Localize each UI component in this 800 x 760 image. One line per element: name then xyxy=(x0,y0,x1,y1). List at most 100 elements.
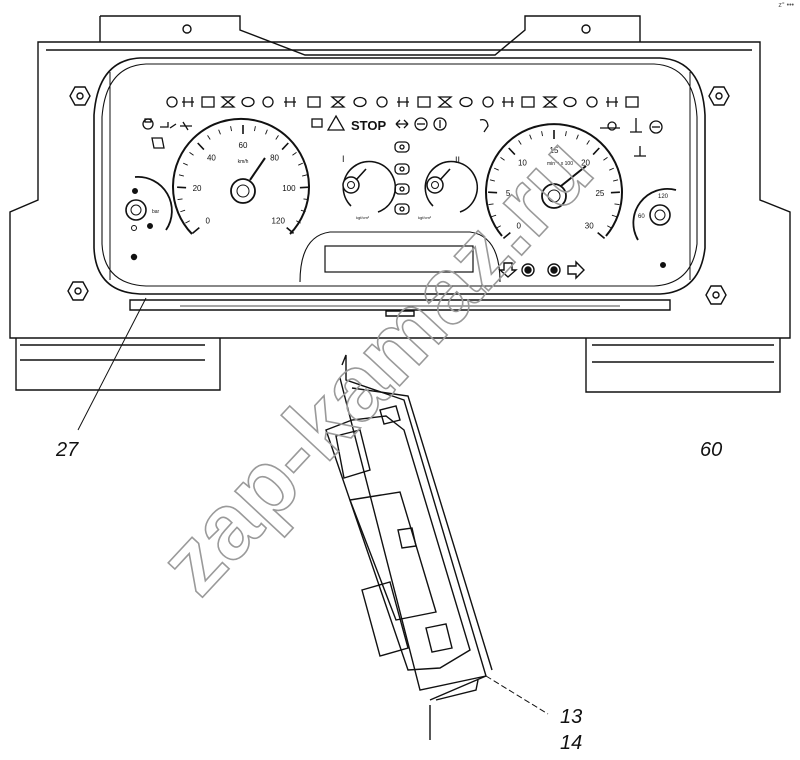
tachometer-tick xyxy=(576,134,579,140)
speedometer-tick xyxy=(299,186,309,189)
tachometer-tick xyxy=(488,191,498,194)
speedometer-tick xyxy=(286,227,295,235)
tachometer-tick xyxy=(491,214,497,218)
tachometer-tick xyxy=(613,179,619,182)
callout-14: 14 xyxy=(560,732,583,754)
warning-lamp-icon xyxy=(220,96,236,108)
leader-lines xyxy=(77,297,549,715)
speedometer-tick xyxy=(178,174,184,177)
callout-27: 27 xyxy=(56,439,79,461)
svg-text:min⁻¹ x 100: min⁻¹ x 100 xyxy=(547,161,573,167)
arrow-down-icon xyxy=(498,262,518,278)
warning-lamp-icon xyxy=(563,96,577,108)
tachometer xyxy=(485,123,623,240)
speedometer-label: 60 xyxy=(239,141,248,150)
warning-lamp-icon xyxy=(376,96,388,108)
speedometer-label: 80 xyxy=(270,153,279,162)
callout-13: 13 xyxy=(560,706,583,728)
warning-lamp-icon xyxy=(625,96,639,108)
speedometer-label: 40 xyxy=(207,153,216,162)
tachometer-label: 30 xyxy=(585,221,594,230)
hole-top-2 xyxy=(581,24,591,34)
bolt-bottom-left xyxy=(67,281,89,301)
tachometer-tick xyxy=(518,140,522,145)
tachometer-tick xyxy=(502,232,511,240)
speedometer-tick xyxy=(218,129,221,135)
speedometer-tick xyxy=(281,142,289,151)
tachometer-tick xyxy=(565,131,567,137)
leader-27 xyxy=(77,297,147,431)
warning-lamp-icon xyxy=(606,97,618,107)
corner-mark: z° ••• xyxy=(778,2,794,9)
warning-lamp-icon xyxy=(397,97,409,107)
warning-lamp-icon xyxy=(330,96,346,108)
callout-60: 60 xyxy=(700,439,723,461)
speedometer xyxy=(172,117,310,235)
tachometer-tick xyxy=(489,179,495,182)
hole-top-1 xyxy=(182,24,192,34)
mounting-bolts xyxy=(67,24,730,305)
tachometer-tick xyxy=(586,140,590,145)
tachometer-tick xyxy=(500,156,505,161)
tachometer-tick xyxy=(488,203,494,206)
tachometer-tick xyxy=(529,134,532,140)
speedometer-tick xyxy=(180,209,186,213)
tachometer-tick xyxy=(607,225,612,229)
tachometer-tick xyxy=(592,147,600,156)
tachometer-tick xyxy=(508,147,516,156)
tachometer-label: 20 xyxy=(581,158,590,167)
speedometer-tick xyxy=(191,227,200,235)
speedometer-tick xyxy=(296,220,301,224)
speedometer-tick xyxy=(185,220,190,224)
stop-warning-text: STOP xyxy=(351,118,386,133)
svg-text:120: 120 xyxy=(658,194,669,200)
speedometer-tick xyxy=(189,151,194,156)
center-indicator-column xyxy=(394,141,410,215)
warning-lamp-icon xyxy=(262,96,274,108)
speedometer-label: 0 xyxy=(206,216,211,225)
mounting-frame xyxy=(9,15,791,393)
tachometer-tick xyxy=(614,203,620,206)
tachometer-tick xyxy=(541,131,543,137)
svg-text:kgf/cm²: kgf/cm² xyxy=(356,215,370,220)
speedometer-tick xyxy=(303,198,309,201)
gauge-i xyxy=(342,160,397,213)
cluster-housing xyxy=(93,57,706,295)
lcd-display xyxy=(324,245,474,273)
speedometer-label: 100 xyxy=(282,184,296,193)
tachometer-label: 0 xyxy=(517,221,522,230)
warning-lamp-icon xyxy=(586,96,598,108)
arrow-right-icon xyxy=(567,260,585,280)
speedometer-tick xyxy=(302,174,308,177)
bolt-top-left xyxy=(69,86,91,106)
warning-lamp-icon xyxy=(307,96,321,108)
speedometer-tick xyxy=(298,162,304,166)
svg-text:bar: bar xyxy=(152,209,160,215)
tachometer-label: 5 xyxy=(506,189,511,198)
speedometer-tick xyxy=(197,142,205,151)
cluster-side-section xyxy=(325,354,493,740)
bolt-bottom-right xyxy=(705,285,727,305)
speedometer-tick xyxy=(254,126,256,132)
warning-lamp-icon xyxy=(502,97,514,107)
tachometer-tick xyxy=(609,167,615,171)
speedometer-needle xyxy=(249,157,266,181)
svg-text:II: II xyxy=(455,155,460,165)
tachometer-tick xyxy=(611,214,617,218)
tachometer-hub xyxy=(541,183,567,209)
warning-lamp-icon xyxy=(353,96,367,108)
speedometer-tick xyxy=(265,129,268,135)
gauge-temperature xyxy=(632,187,677,268)
warning-lamp-icon xyxy=(417,96,431,108)
svg-text:km/h: km/h xyxy=(238,159,249,165)
speedometer-hub xyxy=(230,178,256,204)
speedometer-tick xyxy=(230,126,232,132)
warning-lamps-second-row xyxy=(142,114,663,157)
speedometer-label: 20 xyxy=(193,184,202,193)
speedometer-tick xyxy=(177,186,187,189)
turn-indicators xyxy=(130,253,585,280)
tachometer-needle xyxy=(560,165,587,187)
tachometer-tick xyxy=(496,225,501,229)
tachometer-tick xyxy=(610,191,620,194)
